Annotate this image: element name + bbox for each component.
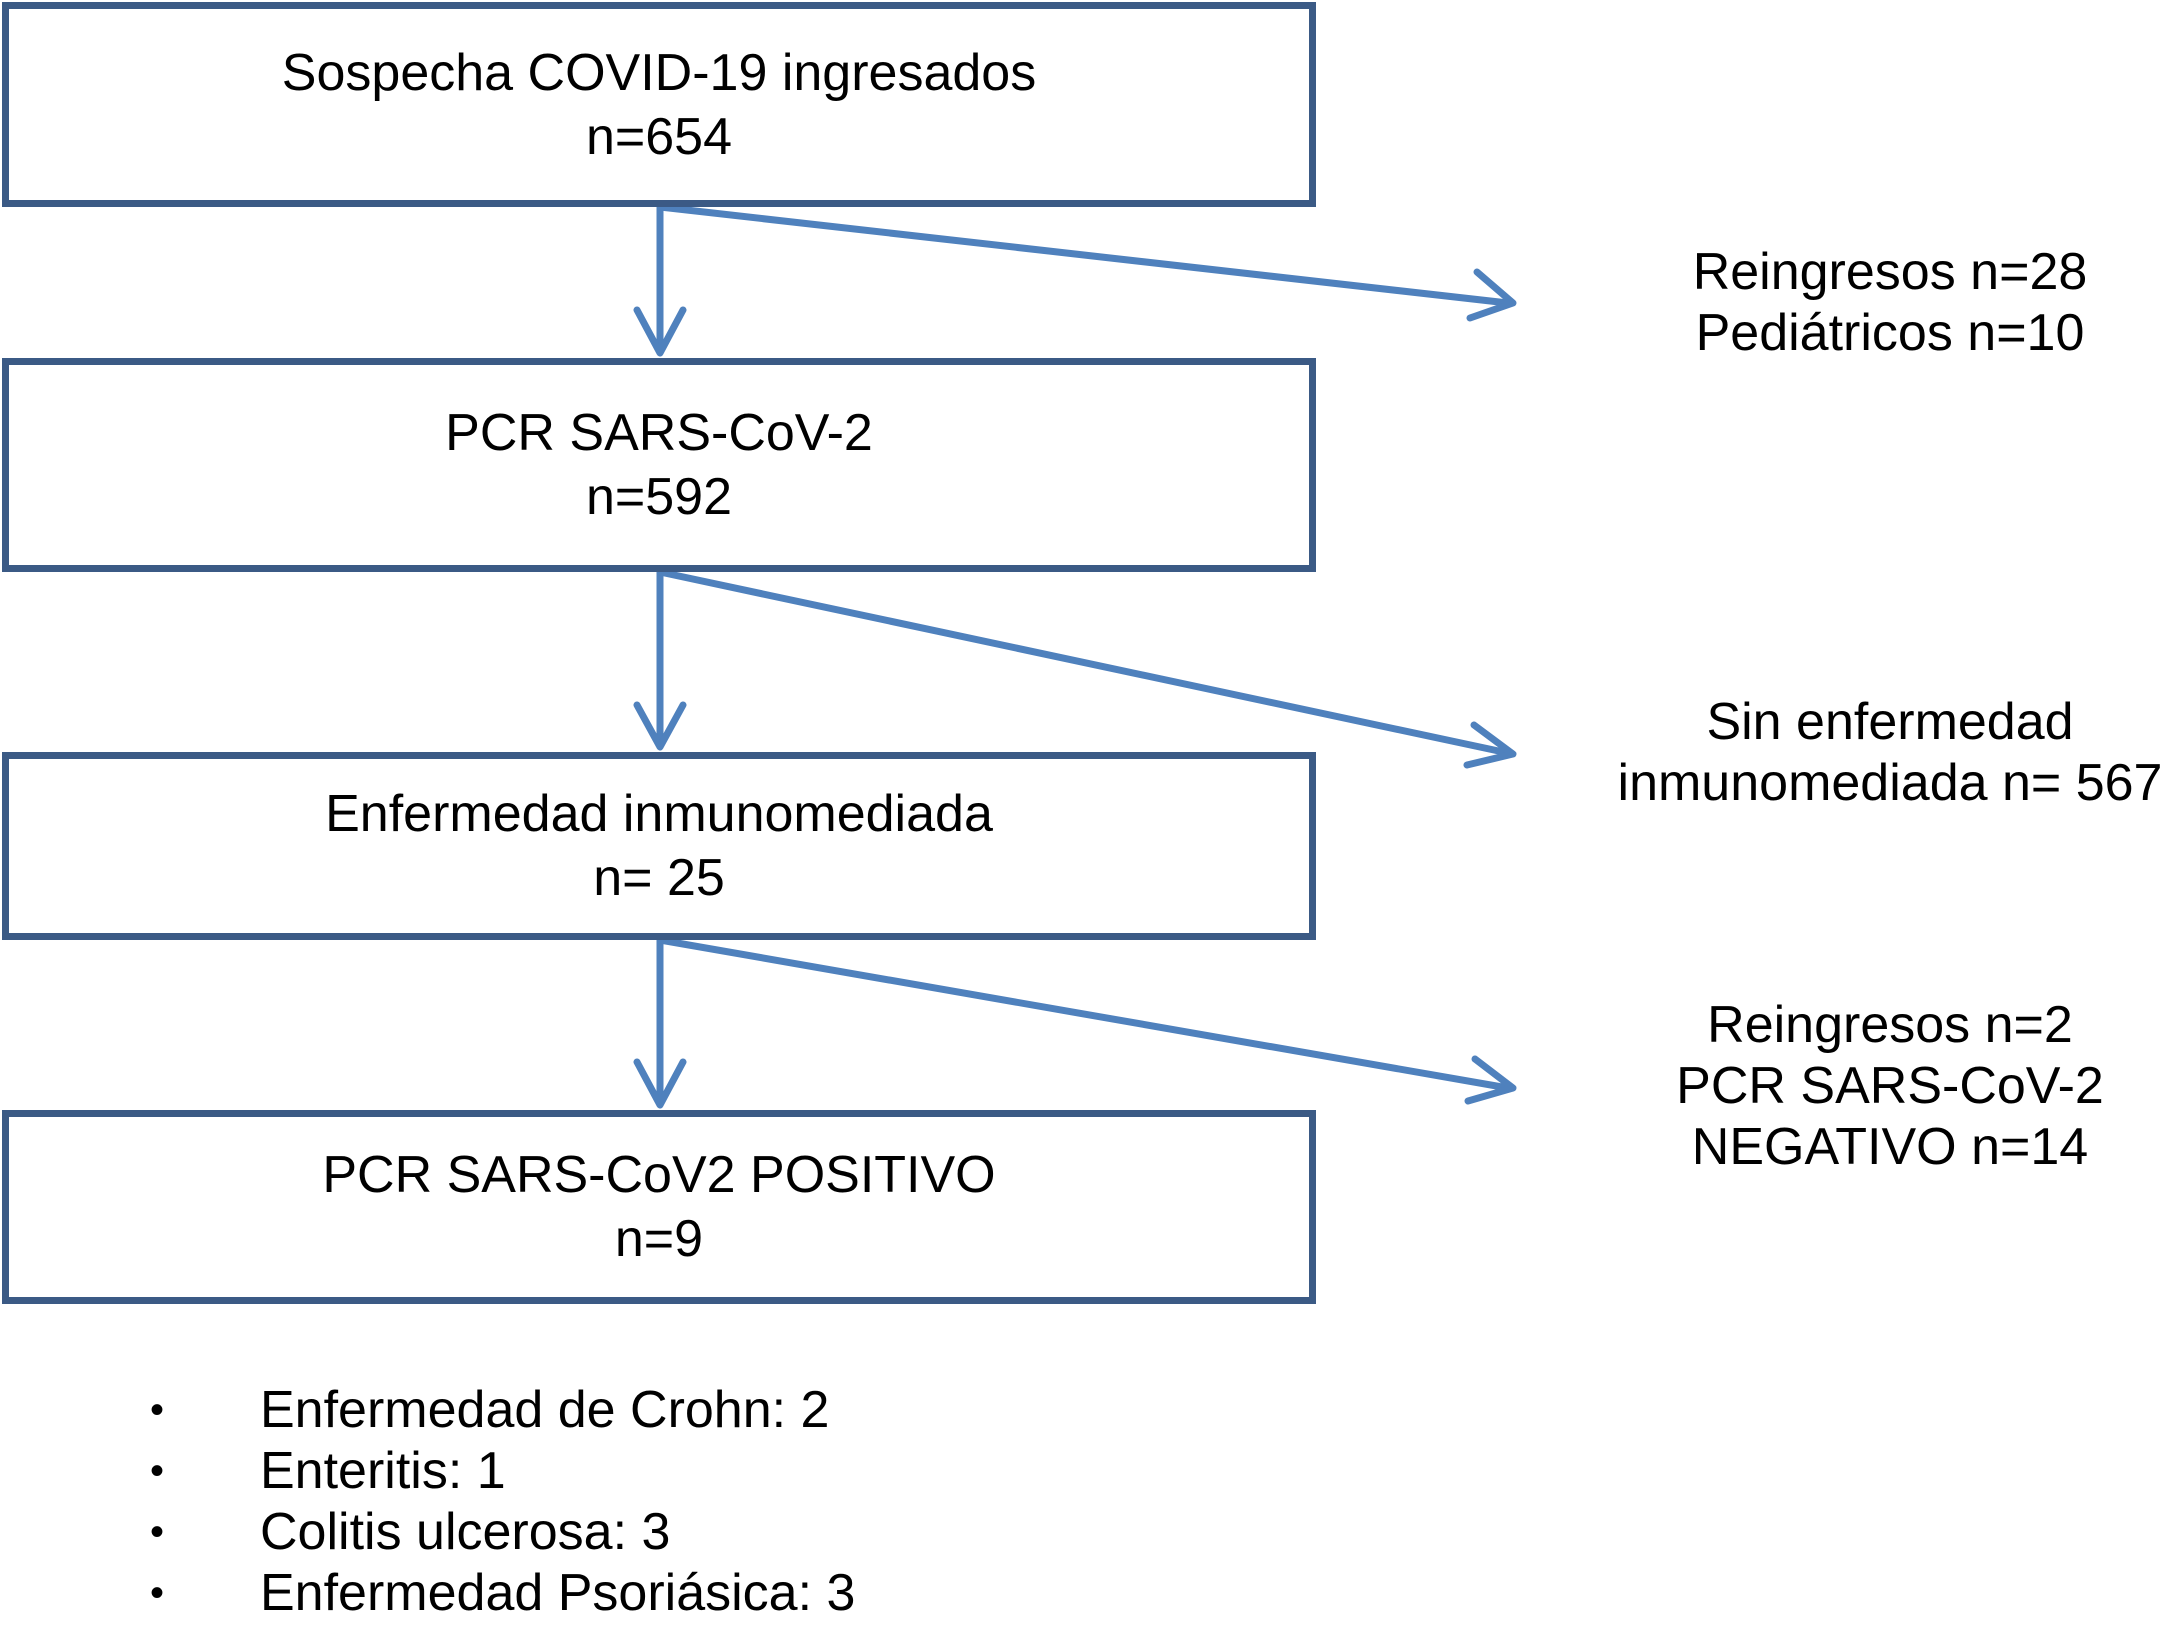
arrow-exclusion-3 [656,936,1517,1105]
list-item-label: Colitis ulcerosa: 3 [260,1503,671,1561]
arrow-exclusion-2 [656,568,1517,769]
exclusion-no-immune-disease: Sin enfermedad inmunomediada n= 567 [1600,692,2166,814]
bullet-icon: • [150,1388,165,1432]
box-count: n=592 [585,468,733,526]
arrow-down-3 [633,936,687,1109]
exclusion-line: Sin enfermedad [1706,693,2074,751]
list-item: • Colitis ulcerosa: 3 [150,1502,855,1563]
exclusion-line: Pediátricos n=10 [1695,304,2085,362]
box-suspected-admitted: Sospecha COVID-19 ingresados n=654 [2,2,1316,207]
arrow-down-2 [633,568,687,751]
arrow-down-1 [633,203,687,357]
box-title: PCR SARS-CoV2 POSITIVO [322,1146,996,1204]
exclusion-line: Reingresos n=28 [1692,243,2088,301]
box-title: Sospecha COVID-19 ingresados [281,43,1037,102]
box-title: PCR SARS-CoV-2 [445,404,873,462]
list-item: • Enfermedad Psoriásica: 3 [150,1563,855,1624]
box-count: n=654 [585,107,733,166]
bullet-icon: • [150,1571,165,1615]
exclusion-line: NEGATIVO n=14 [1691,1118,2089,1176]
box-immune-mediated: Enfermedad inmunomediada n= 25 [2,752,1316,940]
diagnosis-breakdown-list: • Enfermedad de Crohn: 2 • Enteritis: 1 … [150,1380,855,1624]
exclusion-readmissions-negative: Reingresos n=2 PCR SARS-CoV-2 NEGATIVO n… [1600,995,2166,1178]
list-item: • Enteritis: 1 [150,1441,855,1502]
list-item: • Enfermedad de Crohn: 2 [150,1380,855,1441]
list-item-label: Enfermedad Psoriásica: 3 [260,1564,856,1622]
exclusion-line: PCR SARS-CoV-2 [1676,1057,2104,1115]
list-item-label: Enteritis: 1 [260,1442,506,1500]
bullet-icon: • [150,1510,165,1554]
list-item-label: Enfermedad de Crohn: 2 [260,1381,830,1439]
box-count: n= 25 [593,849,725,907]
exclusion-readmissions-pediatric: Reingresos n=28 Pediátricos n=10 [1600,242,2166,364]
bullet-icon: • [150,1449,165,1493]
arrow-exclusion-1 [656,203,1517,322]
box-count: n=9 [614,1210,704,1268]
box-title: Enfermedad inmunomediada [325,785,993,843]
box-pcr-positive: PCR SARS-CoV2 POSITIVO n=9 [2,1110,1316,1304]
exclusion-line: inmunomediada n= 567 [1617,754,2163,812]
box-pcr-tested: PCR SARS-CoV-2 n=592 [2,358,1316,572]
exclusion-line: Reingresos n=2 [1707,996,2073,1054]
